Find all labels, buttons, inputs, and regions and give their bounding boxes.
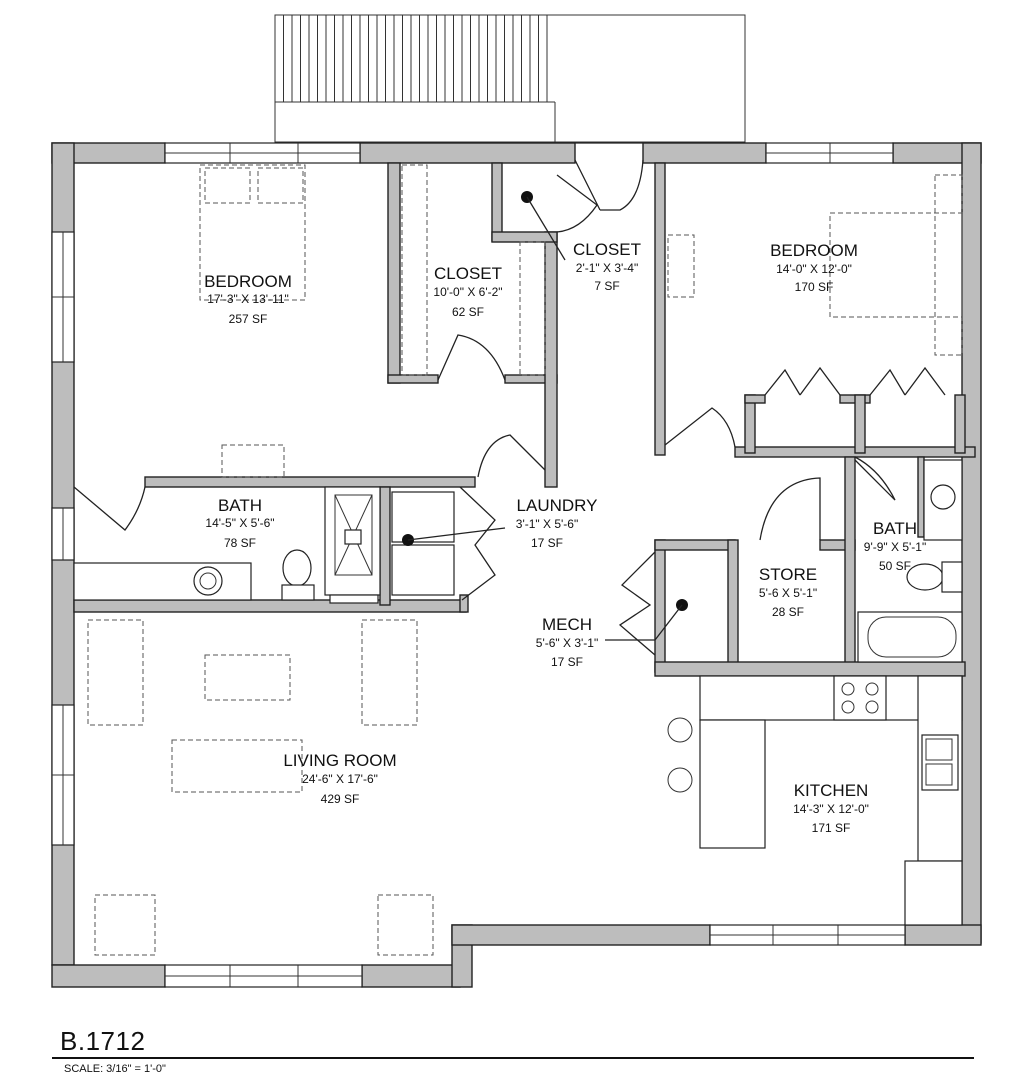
- doors: [73, 159, 946, 656]
- svg-text:17 SF: 17 SF: [531, 536, 563, 550]
- svg-text:9'-9" X 5'-1": 9'-9" X 5'-1": [864, 540, 926, 554]
- room-label-bedroom-2: BEDROOM 14'-0" X 12'-0" 170 SF: [770, 241, 858, 294]
- room-label-closet-1: CLOSET 10'-0" X 6'-2" 62 SF: [433, 264, 502, 319]
- svg-text:MECH: MECH: [542, 615, 592, 634]
- svg-text:BATH: BATH: [218, 496, 262, 515]
- room-label-bedroom-1: BEDROOM 17'-3" X 13'-11" 257 SF: [204, 272, 292, 326]
- svg-text:CLOSET: CLOSET: [434, 264, 502, 283]
- svg-text:14'-5" X 5'-6": 14'-5" X 5'-6": [205, 516, 274, 530]
- scale-note: SCALE: 3/16" = 1'-0": [64, 1063, 166, 1075]
- svg-text:17 SF: 17 SF: [551, 655, 583, 669]
- svg-text:LAUNDRY: LAUNDRY: [517, 496, 598, 515]
- svg-text:62 SF: 62 SF: [452, 305, 484, 319]
- leader-lines: [402, 191, 688, 641]
- svg-text:10'-0" X 6'-2": 10'-0" X 6'-2": [433, 285, 502, 299]
- title-rule: [52, 1057, 974, 1059]
- svg-text:CLOSET: CLOSET: [573, 240, 641, 259]
- svg-text:17'-3" X 13'-11": 17'-3" X 13'-11": [207, 292, 289, 306]
- room-label-store: STORE 5'-6 X 5'-1" 28 SF: [759, 565, 817, 619]
- svg-text:170 SF: 170 SF: [795, 280, 834, 294]
- svg-text:5'-6" X 3'-1": 5'-6" X 3'-1": [536, 636, 598, 650]
- room-label-closet-2: CLOSET 2'-1" X 3'-4" 7 SF: [573, 240, 641, 293]
- svg-text:14'-0" X 12'-0": 14'-0" X 12'-0": [776, 262, 852, 276]
- svg-text:KITCHEN: KITCHEN: [794, 781, 869, 800]
- interior-walls: [73, 162, 976, 677]
- svg-text:BATH: BATH: [873, 519, 917, 538]
- svg-text:24'-6" X 17'-6": 24'-6" X 17'-6": [302, 772, 378, 786]
- svg-text:BEDROOM: BEDROOM: [770, 241, 858, 260]
- svg-text:3'-1" X 5'-6": 3'-1" X 5'-6": [516, 517, 578, 531]
- svg-text:429 SF: 429 SF: [321, 792, 360, 806]
- svg-text:2'-1" X 3'-4": 2'-1" X 3'-4": [576, 261, 638, 275]
- exterior-stair: [274, 14, 746, 143]
- room-label-bath-2: BATH 9'-9" X 5'-1" 50 SF: [864, 519, 926, 573]
- svg-text:78 SF: 78 SF: [224, 536, 256, 550]
- sheet-id: B.1712: [60, 1026, 146, 1056]
- svg-text:14'-3" X 12'-0": 14'-3" X 12'-0": [793, 802, 869, 816]
- room-label-mech: MECH 5'-6" X 3'-1" 17 SF: [536, 615, 598, 669]
- furniture: [87, 164, 963, 956]
- svg-text:28 SF: 28 SF: [772, 605, 804, 619]
- svg-text:BEDROOM: BEDROOM: [204, 272, 292, 291]
- svg-text:STORE: STORE: [759, 565, 817, 584]
- svg-text:171 SF: 171 SF: [812, 821, 851, 835]
- svg-text:7 SF: 7 SF: [594, 279, 619, 293]
- room-label-laundry: LAUNDRY 3'-1" X 5'-6" 17 SF: [516, 496, 598, 550]
- fixtures: [73, 459, 963, 926]
- room-label-kitchen: KITCHEN 14'-3" X 12'-0" 171 SF: [793, 781, 869, 835]
- svg-text:50 SF: 50 SF: [879, 559, 911, 573]
- windows: [51, 142, 906, 988]
- svg-text:LIVING ROOM: LIVING ROOM: [283, 751, 396, 770]
- room-label-living-room: LIVING ROOM 24'-6" X 17'-6" 429 SF: [283, 751, 396, 806]
- svg-text:257 SF: 257 SF: [229, 312, 268, 326]
- svg-text:5'-6 X 5'-1": 5'-6 X 5'-1": [759, 586, 817, 600]
- room-label-bath-1: BATH 14'-5" X 5'-6" 78 SF: [205, 496, 274, 550]
